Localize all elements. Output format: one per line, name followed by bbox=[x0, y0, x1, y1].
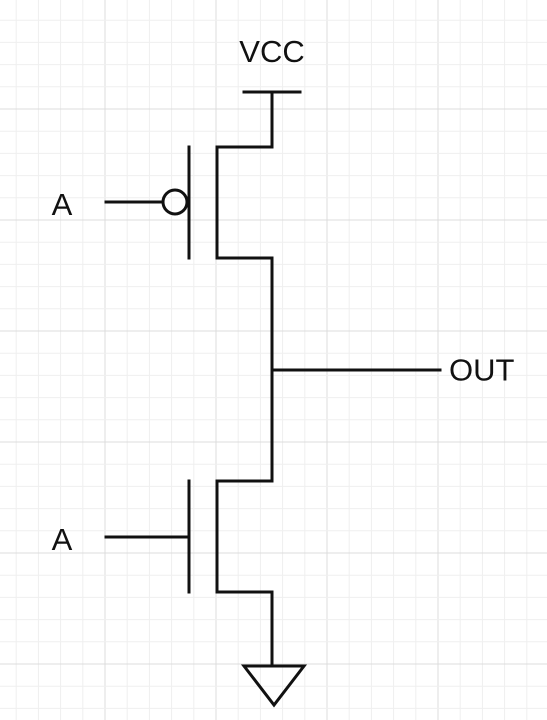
schematic-wires bbox=[104, 90, 442, 708]
input-label-bottom: A bbox=[52, 522, 73, 557]
vcc-label: VCC bbox=[239, 34, 304, 69]
output-label: OUT bbox=[449, 353, 515, 388]
ground-symbol bbox=[240, 664, 308, 708]
input-label-top: A bbox=[52, 187, 73, 222]
